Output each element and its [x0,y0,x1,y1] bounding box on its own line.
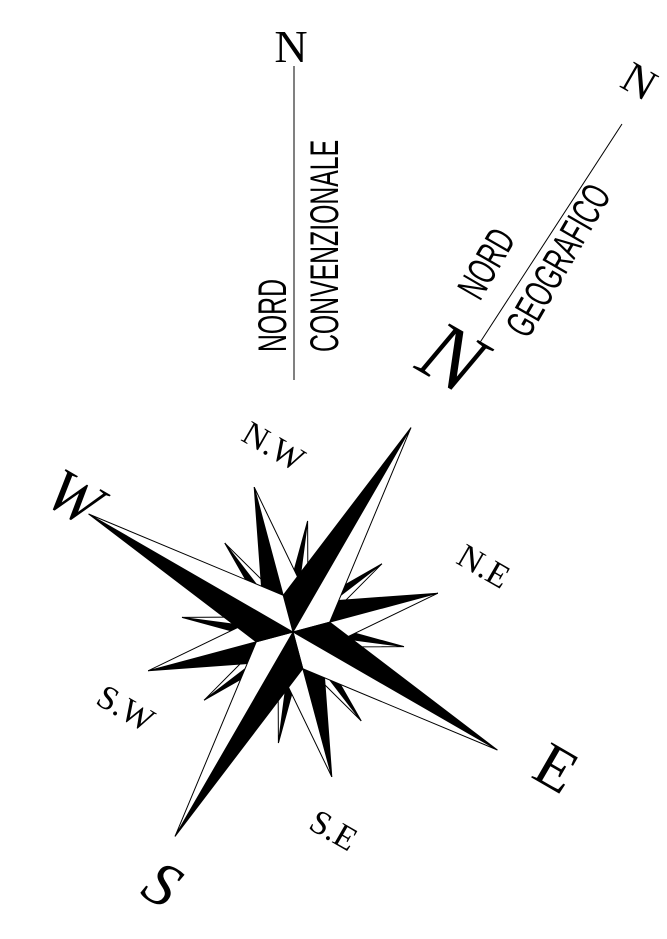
intercardinal-label-northeast: N.E [451,537,516,596]
conventional-north-label-nord: NORD [251,279,295,352]
intercardinal-label-northwest: N.W [236,415,312,480]
conventional-north-label-convenzionale: CONVENZIONALE [303,140,347,352]
conventional-north-letter: N [274,21,307,72]
conventional-north-group: N NORD CONVENZIONALE [251,21,347,380]
cardinal-label-north: N [403,300,506,415]
cardinal-label-south: S [132,847,193,921]
intercardinal-label-southeast: S.E [303,803,363,859]
cardinal-label-east: E [523,730,590,808]
geographic-north-letter: N [613,52,665,110]
geographic-north-label-geografico: GEOGRAFICO [498,177,621,345]
geographic-north-group: N NORD GEOGRAFICO [450,52,665,345]
cardinal-label-west: W [35,455,118,542]
intercardinal-label-southwest: S.W [90,678,161,740]
compass-rose [89,428,498,837]
